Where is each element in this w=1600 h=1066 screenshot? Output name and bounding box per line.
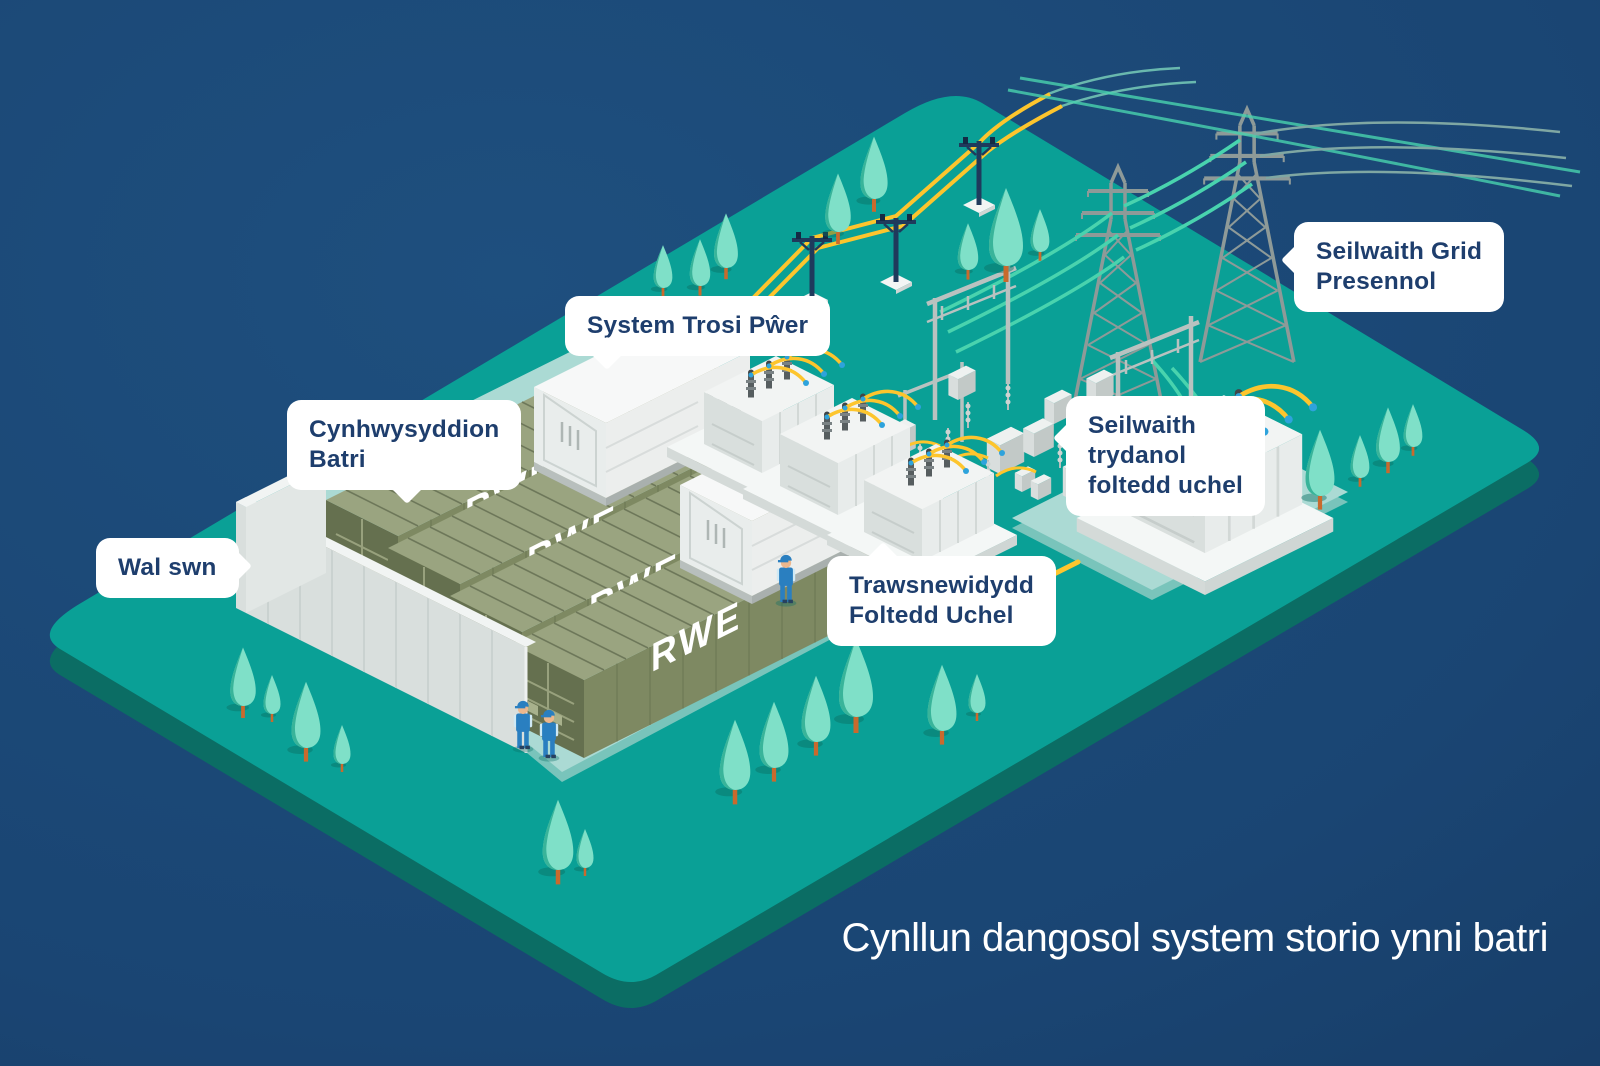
noise-wall [236,462,536,753]
callout-label: Presennol [1316,268,1437,295]
callout-label: Seilwaith Grid [1316,238,1483,265]
callout-label: trydanol [1088,442,1187,469]
callout-label: foltedd uchel [1088,472,1244,499]
callout-existing-grid-infrastructure: Seilwaith Grid Presennol [1281,222,1505,312]
callout-label: Foltedd Uchel [849,602,1014,629]
callout-noise-wall: Wal swn [96,538,252,598]
callout-label: System Trosi Pŵer [587,312,809,339]
callout-hv-electrical-infrastructure: Seilwaith trydanol foltedd uchel [1053,396,1266,516]
diagram-caption: Cynllun dangosol system storio ynni batr… [841,916,1548,960]
callout-label: Wal swn [118,554,217,581]
callout-hv-transformer: Trawsnewidydd Foltedd Uchel [827,542,1057,646]
callout-battery-containers: Cynhwysyddion Batri [287,400,522,504]
callout-label: Batri [309,446,366,473]
callout-label: Cynhwysyddion [309,416,500,443]
callout-label: Trawsnewidydd [849,572,1035,599]
callout-power-conversion-system: System Trosi Pŵer [565,296,831,370]
callout-label: Seilwaith [1088,412,1196,439]
